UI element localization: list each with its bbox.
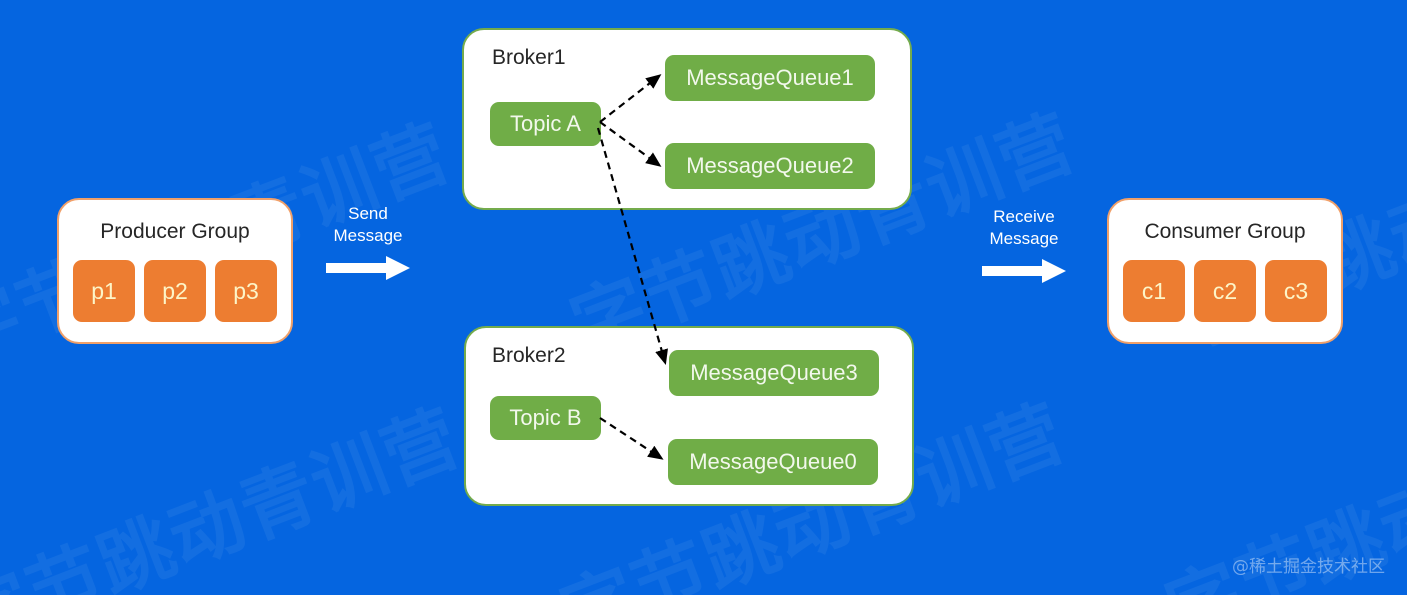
broker2-title: Broker2 bbox=[492, 344, 566, 367]
consumer-member-row: c1 c2 c3 bbox=[1123, 260, 1327, 322]
send-message-label-line2: Message bbox=[333, 226, 403, 245]
producer-p3[interactable]: p3 bbox=[215, 260, 277, 322]
producer-group-title: Producer Group bbox=[100, 220, 250, 243]
topic-b-box[interactable]: Topic B bbox=[490, 396, 601, 440]
send-arrow-icon bbox=[326, 256, 410, 280]
broker2-card: Broker2 Topic B MessageQueue3 MessageQue… bbox=[464, 326, 914, 506]
source-watermark: @稀土掘金技术社区 bbox=[1232, 557, 1385, 577]
receive-arrow-icon bbox=[982, 259, 1066, 283]
broker1-title: Broker1 bbox=[492, 46, 566, 69]
consumer-group-card: Consumer Group c1 c2 c3 bbox=[1107, 198, 1343, 344]
receive-message-flow: Receive Message bbox=[954, 206, 1094, 286]
background-watermark: 字节跳动青训营 bbox=[0, 394, 473, 595]
producer-member-row: p1 p2 p3 bbox=[73, 260, 277, 322]
broker1-card: Broker1 Topic A MessageQueue1 MessageQue… bbox=[462, 28, 912, 210]
message-queue-2-box[interactable]: MessageQueue2 bbox=[665, 143, 875, 189]
message-queue-0-box[interactable]: MessageQueue0 bbox=[668, 439, 878, 485]
message-queue-3-box[interactable]: MessageQueue3 bbox=[669, 350, 879, 396]
send-message-flow: Send Message bbox=[298, 203, 438, 283]
consumer-c1[interactable]: c1 bbox=[1123, 260, 1185, 322]
receive-message-label-line1: Receive bbox=[993, 207, 1055, 226]
consumer-group-title: Consumer Group bbox=[1144, 220, 1306, 243]
consumer-c2[interactable]: c2 bbox=[1194, 260, 1256, 322]
topic-a-box[interactable]: Topic A bbox=[490, 102, 601, 146]
producer-p2[interactable]: p2 bbox=[144, 260, 206, 322]
producer-p1[interactable]: p1 bbox=[73, 260, 135, 322]
message-queue-1-box[interactable]: MessageQueue1 bbox=[665, 55, 875, 101]
receive-message-label-line2: Message bbox=[989, 229, 1059, 248]
consumer-c3[interactable]: c3 bbox=[1265, 260, 1327, 322]
send-message-label-line1: Send bbox=[348, 204, 388, 223]
producer-group-card: Producer Group p1 p2 p3 bbox=[57, 198, 293, 344]
